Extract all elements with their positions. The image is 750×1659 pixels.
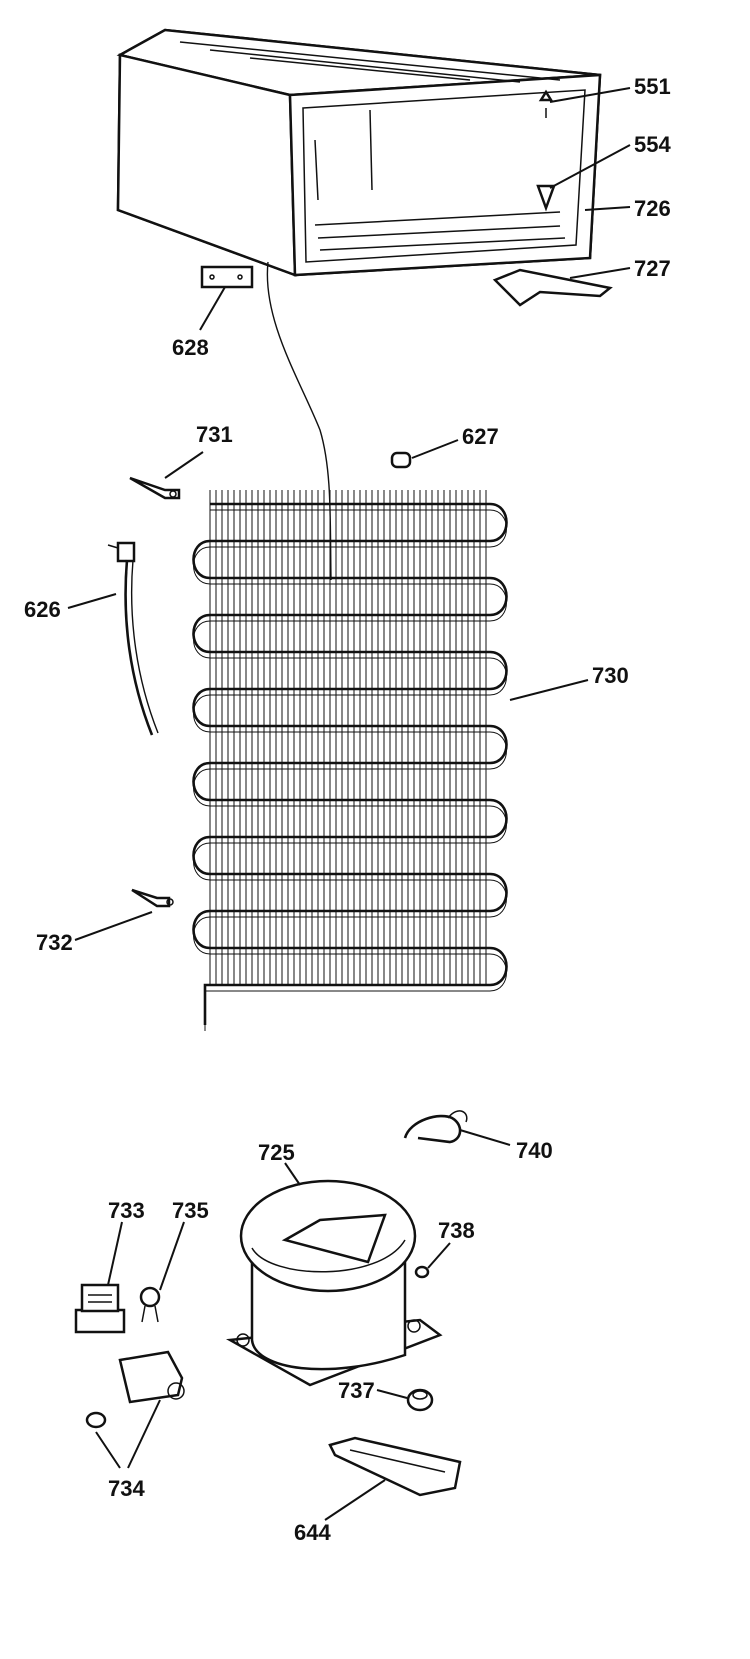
condenser-coils: [192, 502, 508, 1031]
condenser-fins: [209, 490, 487, 985]
cabinet-liner-726: [116, 28, 602, 277]
label-627: 627: [462, 424, 499, 449]
terminal-cover-734: [118, 1350, 185, 1404]
clip-740: [403, 1110, 468, 1144]
label-735: 735: [172, 1198, 209, 1223]
label-726: 726: [634, 196, 671, 221]
grommet-627: [390, 451, 412, 469]
label-626: 626: [24, 597, 61, 622]
capillary-tube: [266, 261, 332, 581]
clip-732: [131, 888, 174, 908]
label-738: 738: [438, 1218, 475, 1243]
grommet-738: [414, 1265, 430, 1279]
plug-734: [85, 1411, 107, 1429]
grommet-737: [406, 1388, 434, 1412]
compressor-725: [225, 1179, 443, 1387]
wire-harness-626: [107, 541, 159, 736]
label-732: 732: [36, 930, 73, 955]
condenser-730: [192, 490, 508, 1031]
overload-735: [139, 1286, 161, 1323]
screw-554: [536, 184, 556, 212]
label-628: 628: [172, 335, 209, 360]
label-737: 737: [338, 1378, 375, 1403]
label-730: 730: [592, 663, 629, 688]
label-733: 733: [108, 1198, 145, 1223]
bracket-644: [328, 1436, 462, 1497]
label-551: 551: [634, 74, 671, 99]
trim-strip-727: [492, 268, 613, 307]
label-731: 731: [196, 422, 233, 447]
label-740: 740: [516, 1138, 553, 1163]
label-727: 727: [634, 256, 671, 281]
label-734: 734: [108, 1476, 145, 1501]
part-labels: 551 554 726 727 628 731 627 626 730 732 …: [24, 74, 671, 1545]
condenser-tube-inner: [193, 509, 507, 1031]
label-554: 554: [634, 132, 671, 157]
label-725: 725: [258, 1140, 295, 1165]
bracket-628: [200, 265, 254, 289]
label-644: 644: [294, 1520, 331, 1545]
leader-lines: [67, 87, 631, 1521]
screw-551: [538, 89, 554, 118]
clip-731: [129, 476, 181, 500]
relay-733: [74, 1283, 126, 1334]
